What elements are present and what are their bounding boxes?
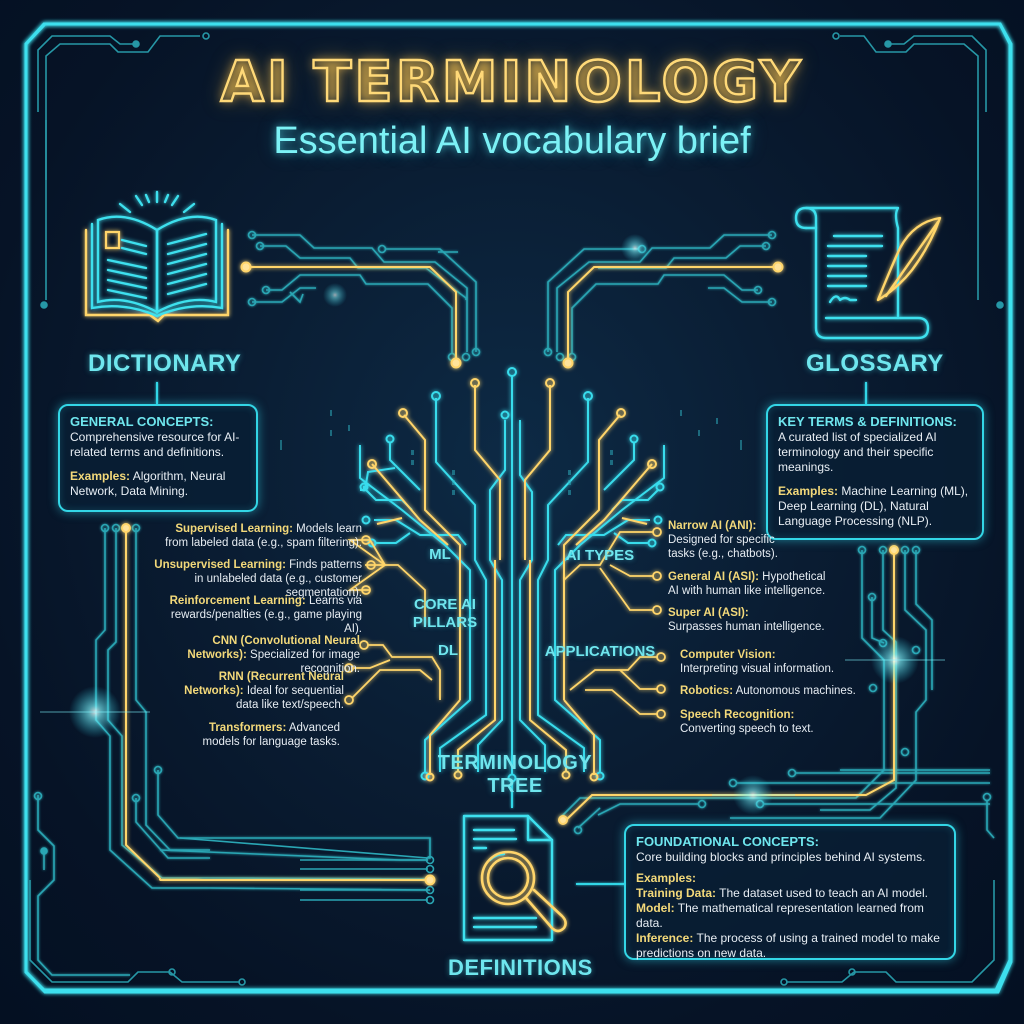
page-title: AI TERMINOLOGY <box>219 49 804 116</box>
examples-label: Examples: <box>70 469 131 483</box>
example-model: Model: The mathematical representation l… <box>636 901 924 930</box>
tree-label-applications: APPLICATIONS <box>544 643 656 660</box>
document-magnifier-icon <box>462 814 567 942</box>
key-terms-description: A curated list of specialized AI termino… <box>778 430 937 474</box>
term-rnn: RNN (Recurrent Neural Networks): Ideal f… <box>184 671 344 711</box>
examples-text: Machine Learning (ML), Deep Learning (DL… <box>778 484 969 528</box>
term-computer-vision: Computer Vision:Interpreting visual info… <box>680 649 835 675</box>
glossary-label: GLOSSARY <box>806 350 944 377</box>
examples-label: Examples: <box>778 484 839 498</box>
example-training-data: Training Data: The dataset used to teach… <box>636 886 928 900</box>
term-narrow-ai: Narrow AI (ANI): Designed for specific t… <box>668 520 778 560</box>
general-concepts-heading: GENERAL CONCEPTS: <box>70 414 214 429</box>
general-concepts-box: GENERAL CONCEPTS: Comprehensive resource… <box>58 404 258 512</box>
open-book-icon <box>84 190 230 323</box>
term-unsupervised-learning: Unsupervised Learning: Finds patterns in… <box>154 559 362 599</box>
foundational-concepts-description: Core building blocks and principles behi… <box>636 850 926 864</box>
scroll-quill-icon <box>794 206 942 340</box>
general-concepts-description: Comprehensive resource for AI-related te… <box>70 430 240 459</box>
tree-label-ml: ML <box>429 546 451 563</box>
tree-label-ai-types: AI TYPES <box>565 547 635 564</box>
term-robotics: Robotics: Autonomous machines. <box>680 685 856 697</box>
term-supervised-learning: Supervised Learning: Models learn from l… <box>165 523 362 549</box>
tree-label-core-ai-pillars: CORE AI PILLARS <box>412 596 478 631</box>
foundational-concepts-heading: FOUNDATIONAL CONCEPTS: <box>636 834 819 849</box>
foundational-concepts-box: FOUNDATIONAL CONCEPTS: Core building blo… <box>624 824 956 960</box>
tree-label-dl: DL <box>438 642 458 659</box>
examples-text: Algorithm, Neural Network, Data Mining. <box>70 469 226 498</box>
examples-label: Examples: <box>636 871 697 885</box>
page-subtitle: Essential AI vocabulary brief <box>273 120 751 162</box>
term-cnn: CNN (Convolutional Neural Networks): Spe… <box>187 635 360 675</box>
dictionary-label: DICTIONARY <box>88 350 242 377</box>
terminology-tree-label: TERMINOLOGY TREE <box>437 752 593 797</box>
term-reinforcement-learning: Reinforcement Learning: Learns via rewar… <box>169 595 362 635</box>
key-terms-box: KEY TERMS & DEFINITIONS: A curated list … <box>766 404 984 540</box>
term-transformers: Transformers: Advanced models for langua… <box>202 722 340 748</box>
definitions-label: DEFINITIONS <box>448 955 593 980</box>
example-inference: Inference: The process of using a traine… <box>636 931 940 960</box>
term-general-ai: General AI (ASI): Hypothetical AI with h… <box>668 571 826 597</box>
term-super-ai: Super AI (ASI):Surpasses human intellige… <box>668 607 825 633</box>
key-terms-heading: KEY TERMS & DEFINITIONS: <box>778 414 957 429</box>
term-speech-recognition: Speech Recognition: Converting speech to… <box>680 709 814 735</box>
